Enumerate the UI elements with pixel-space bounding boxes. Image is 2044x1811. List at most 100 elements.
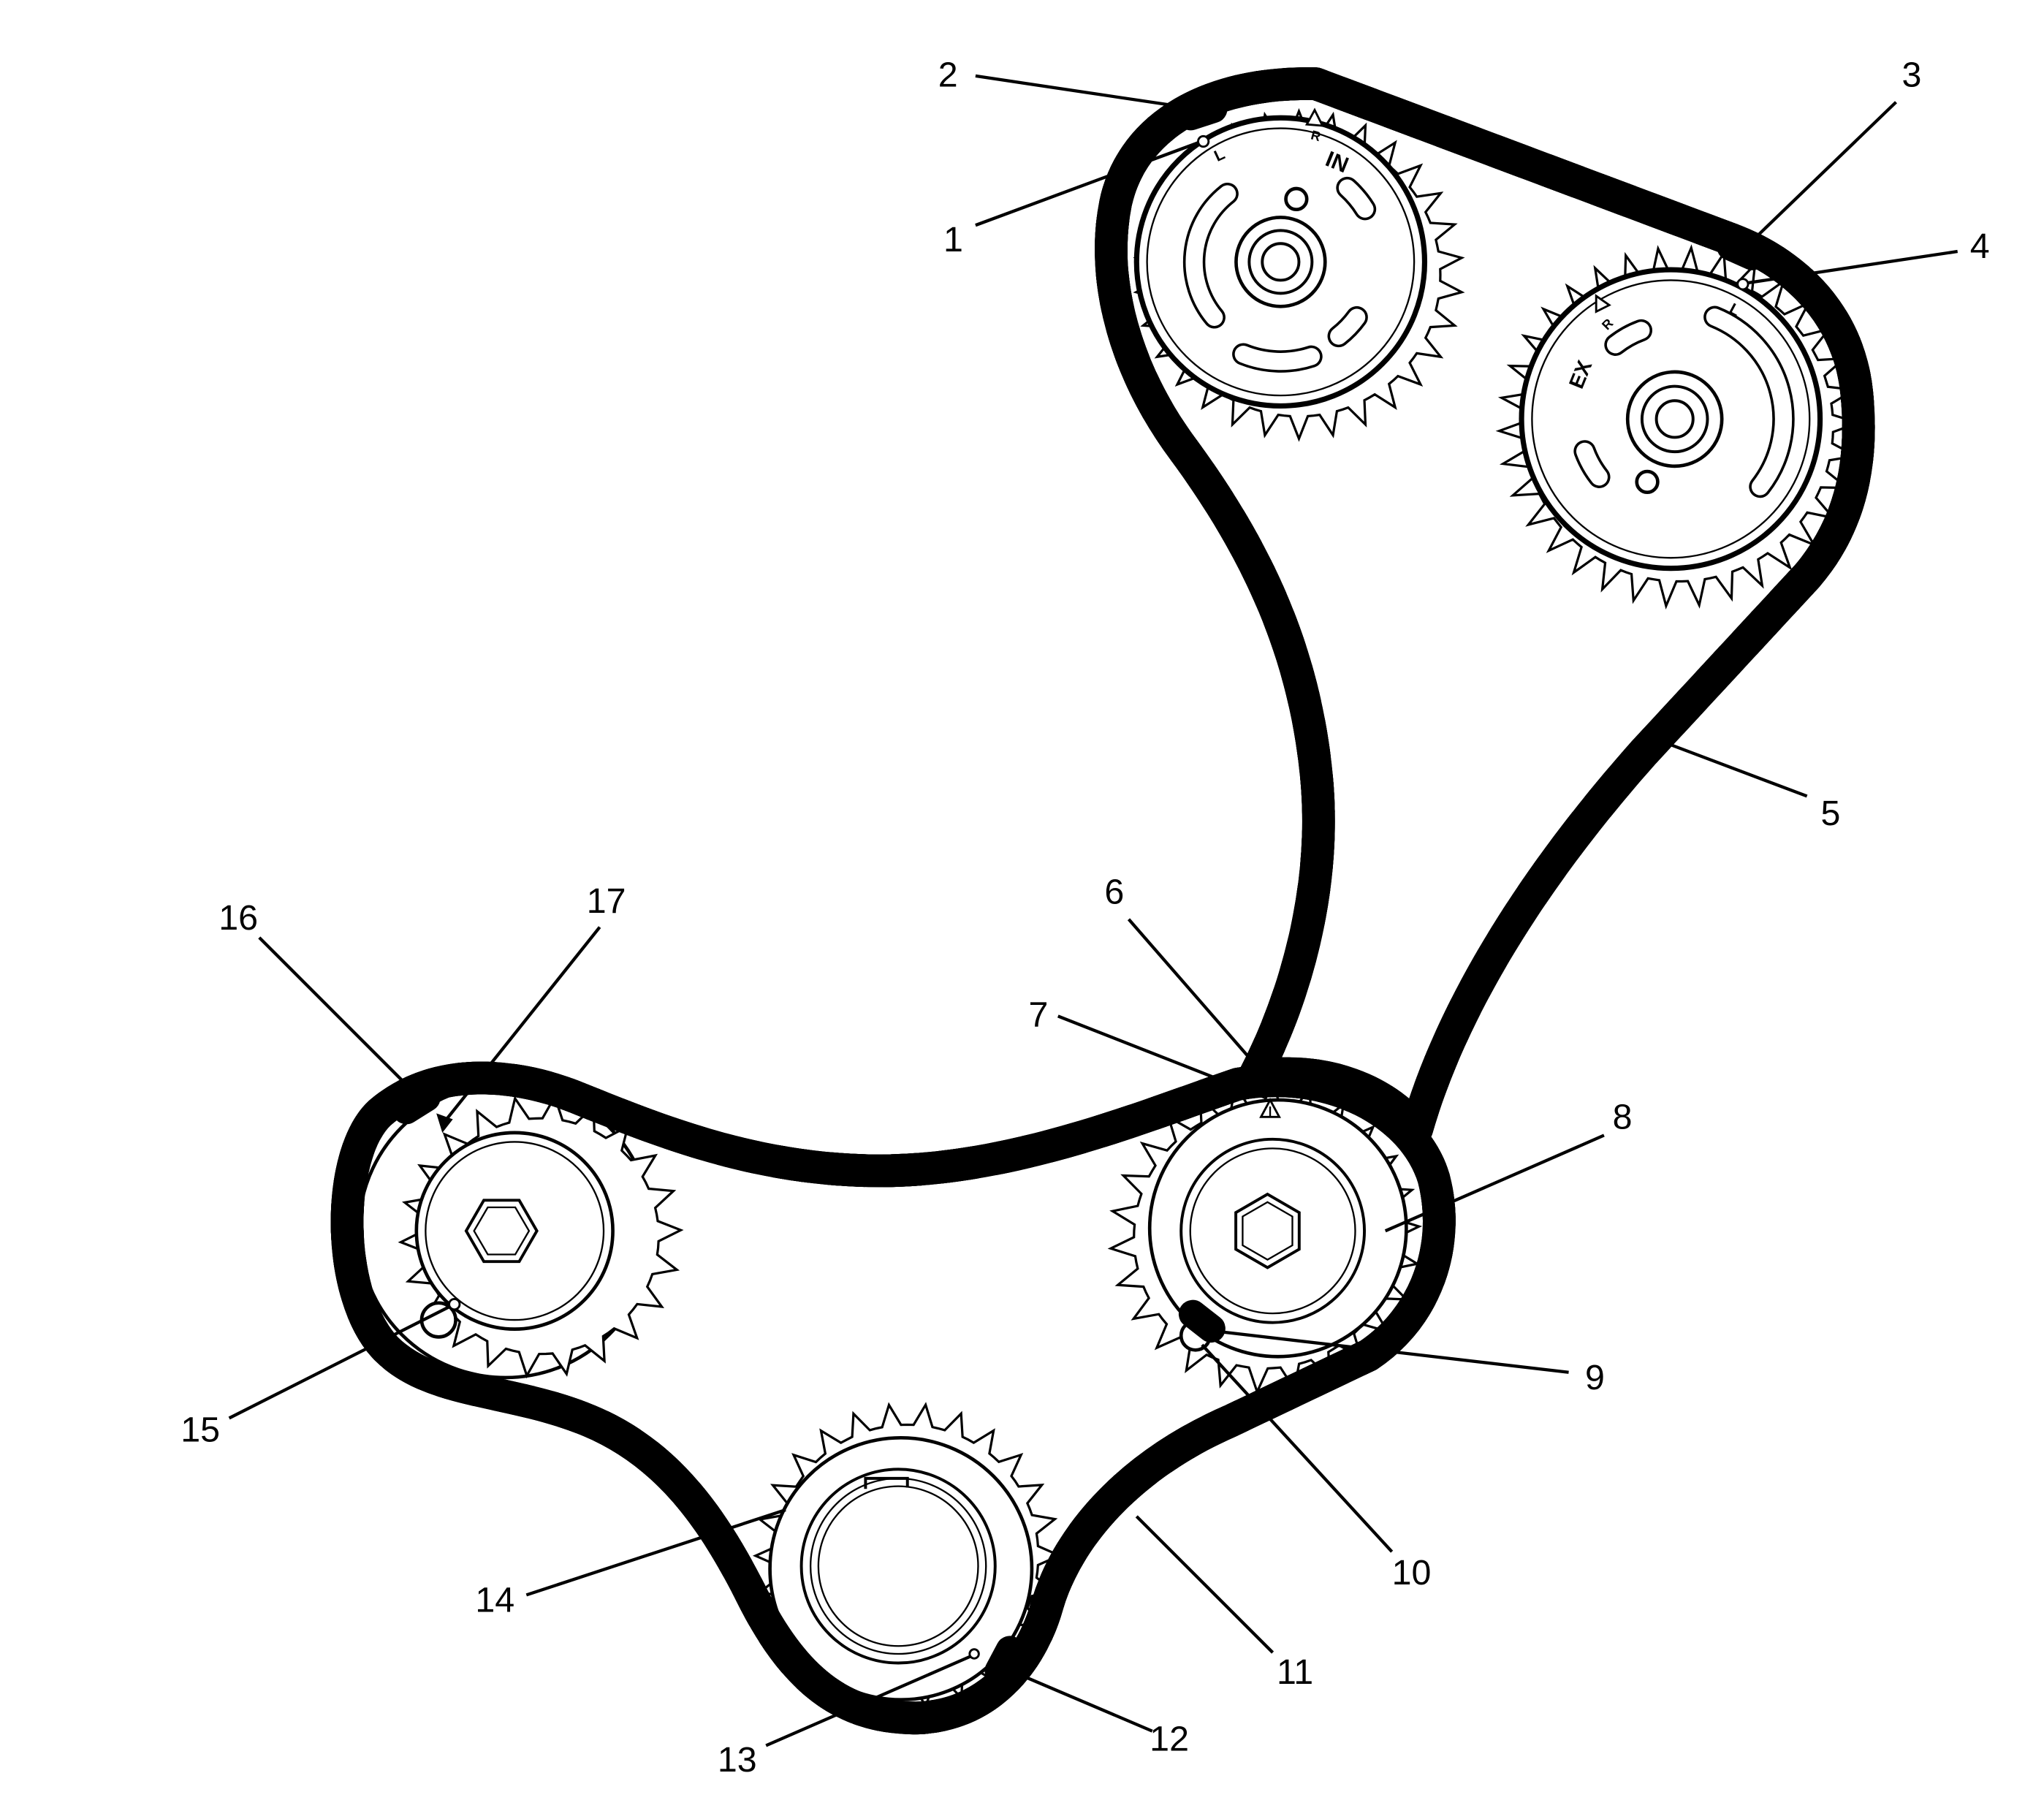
bottom-sprocket (752, 1402, 1063, 1709)
callout-leader-13 (765, 1655, 971, 1747)
callout-label-3: 3 (1902, 55, 1922, 94)
callout-14: 14 (475, 1508, 786, 1620)
intake-sprocket-slots (1182, 176, 1377, 373)
callout-label-2: 2 (938, 55, 958, 94)
callout-leader-3 (1748, 101, 1897, 245)
callout-12: 12 (1010, 1669, 1189, 1759)
intake-sprocket-hub-ring (1247, 229, 1314, 295)
callout-leader-6 (1127, 918, 1263, 1073)
intake-sprocket-bore (1261, 242, 1301, 282)
intake-sprocket-flange-inner (1146, 127, 1416, 397)
upper-timing-chain (1111, 84, 1858, 1129)
callout-label-8: 8 (1613, 1097, 1633, 1136)
sprocket-slot (1576, 442, 1608, 486)
intake-timing-dot (1197, 134, 1210, 148)
callout-leader-11 (1135, 1515, 1274, 1654)
callout-15: 15 (181, 1305, 450, 1450)
exhaust-timing-dot (1736, 278, 1749, 291)
callout-label-4: 4 (1970, 227, 1990, 266)
lower-right-sprocket-hex-bolt-inner (1242, 1201, 1293, 1261)
sprocket-slot (1330, 308, 1366, 345)
callout-leader-10 (1201, 1343, 1394, 1553)
callout-label-10: 10 (1392, 1553, 1432, 1592)
callout-4: 4 (1747, 227, 1990, 285)
lower-right-sprocket (1107, 1079, 1423, 1395)
colored-link-left (392, 1083, 441, 1125)
callout-label-15: 15 (181, 1411, 220, 1450)
callout-label-12: 12 (1150, 1720, 1189, 1759)
colored-links (392, 94, 1767, 1685)
bottom-sprocket-timing-dot (968, 1648, 980, 1660)
callout-leader-14 (525, 1508, 786, 1597)
callout-1: 1 (943, 141, 1199, 259)
callout-17: 17 (444, 881, 626, 1123)
callout-leader-5 (1646, 734, 1808, 798)
lower-left-sprocket (357, 1082, 684, 1380)
sprocket-slot (1706, 308, 1793, 496)
callout-leader-12 (1010, 1669, 1153, 1733)
intake-right-mark: R (1310, 128, 1323, 145)
callout-3: 3 (1748, 55, 1922, 245)
callout-10: 10 (1201, 1343, 1432, 1592)
bottom-sprocket-ring (799, 1468, 997, 1665)
callout-leader-15 (228, 1305, 450, 1420)
callout-label-13: 13 (718, 1740, 757, 1780)
callout-leader-17 (444, 926, 601, 1123)
callout-leader-9 (1220, 1330, 1569, 1374)
left-sprocket-timing-dot (448, 1297, 461, 1311)
callout-9: 9 (1220, 1330, 1605, 1397)
callout-6: 6 (1104, 872, 1263, 1073)
callouts: 1 2 3 4 5 6 7 8 (181, 55, 1989, 1780)
callout-label-1: 1 (943, 220, 963, 259)
sprocket-slot (1185, 185, 1236, 326)
bottom-sprocket-keyway (864, 1476, 909, 1489)
callout-leader-8 (1384, 1134, 1605, 1233)
callout-label-14: 14 (475, 1581, 514, 1620)
lower-left-sprocket-hub (414, 1131, 615, 1331)
colored-link-exhaust (1717, 232, 1767, 270)
lower-right-sprocket-hex-bolt (1234, 1192, 1301, 1269)
sprocket-slot (1338, 179, 1374, 218)
sprocket-slot (1234, 346, 1321, 371)
callout-label-17: 17 (587, 881, 626, 921)
exhaust-sprocket-hub-ring (1640, 384, 1709, 454)
exhaust-cam-sprocket (1495, 244, 1862, 610)
lower-right-sprocket-hub-ring-inner (1189, 1147, 1356, 1315)
callout-leader-7 (1057, 1014, 1266, 1099)
callout-leader-2 (975, 74, 1187, 110)
callout-5: 5 (1646, 734, 1840, 833)
callout-leader-16 (258, 936, 415, 1093)
callout-label-6: 6 (1104, 872, 1124, 911)
timing-marks (436, 107, 1749, 1660)
callout-13: 13 (718, 1655, 971, 1780)
callout-7: 7 (1028, 995, 1266, 1099)
exhaust-triangle-mark (1595, 294, 1611, 314)
callout-11: 11 (1135, 1515, 1313, 1692)
lower-left-sprocket-hex-bolt-inner (473, 1206, 531, 1256)
callout-label-9: 9 (1585, 1358, 1605, 1397)
exhaust-sprocket-bore (1654, 399, 1695, 439)
sprocket-slot (1606, 322, 1650, 354)
callout-label-16: 16 (219, 898, 258, 938)
intake-triangle-mark (1304, 107, 1325, 127)
callout-label-7: 7 (1028, 995, 1048, 1035)
colored-link-intake (1177, 94, 1228, 131)
callout-leader-4 (1747, 249, 1958, 285)
callout-2: 2 (938, 55, 1187, 110)
exhaust-sprocket-hole (1635, 469, 1660, 495)
colored-link-bottom (984, 1636, 1025, 1685)
callout-leader-1 (975, 141, 1199, 227)
colored-link-upper-idler (1240, 1067, 1295, 1096)
callout-label-11: 11 (1277, 1652, 1313, 1692)
lower-left-sprocket-hex-bolt (464, 1199, 539, 1264)
lower-right-sprocket-hub-ring (1179, 1137, 1367, 1324)
callout-8: 8 (1384, 1097, 1633, 1233)
exhaust-sprocket-flange-inner (1531, 279, 1811, 559)
exhaust-sprocket-slots (1573, 305, 1795, 498)
callout-16: 16 (219, 898, 415, 1093)
colored-link-lower-idler (1178, 1299, 1226, 1343)
bottom-sprocket-bore (817, 1485, 979, 1647)
callout-label-5: 5 (1820, 794, 1840, 833)
intake-cam-sprocket (1133, 107, 1465, 442)
